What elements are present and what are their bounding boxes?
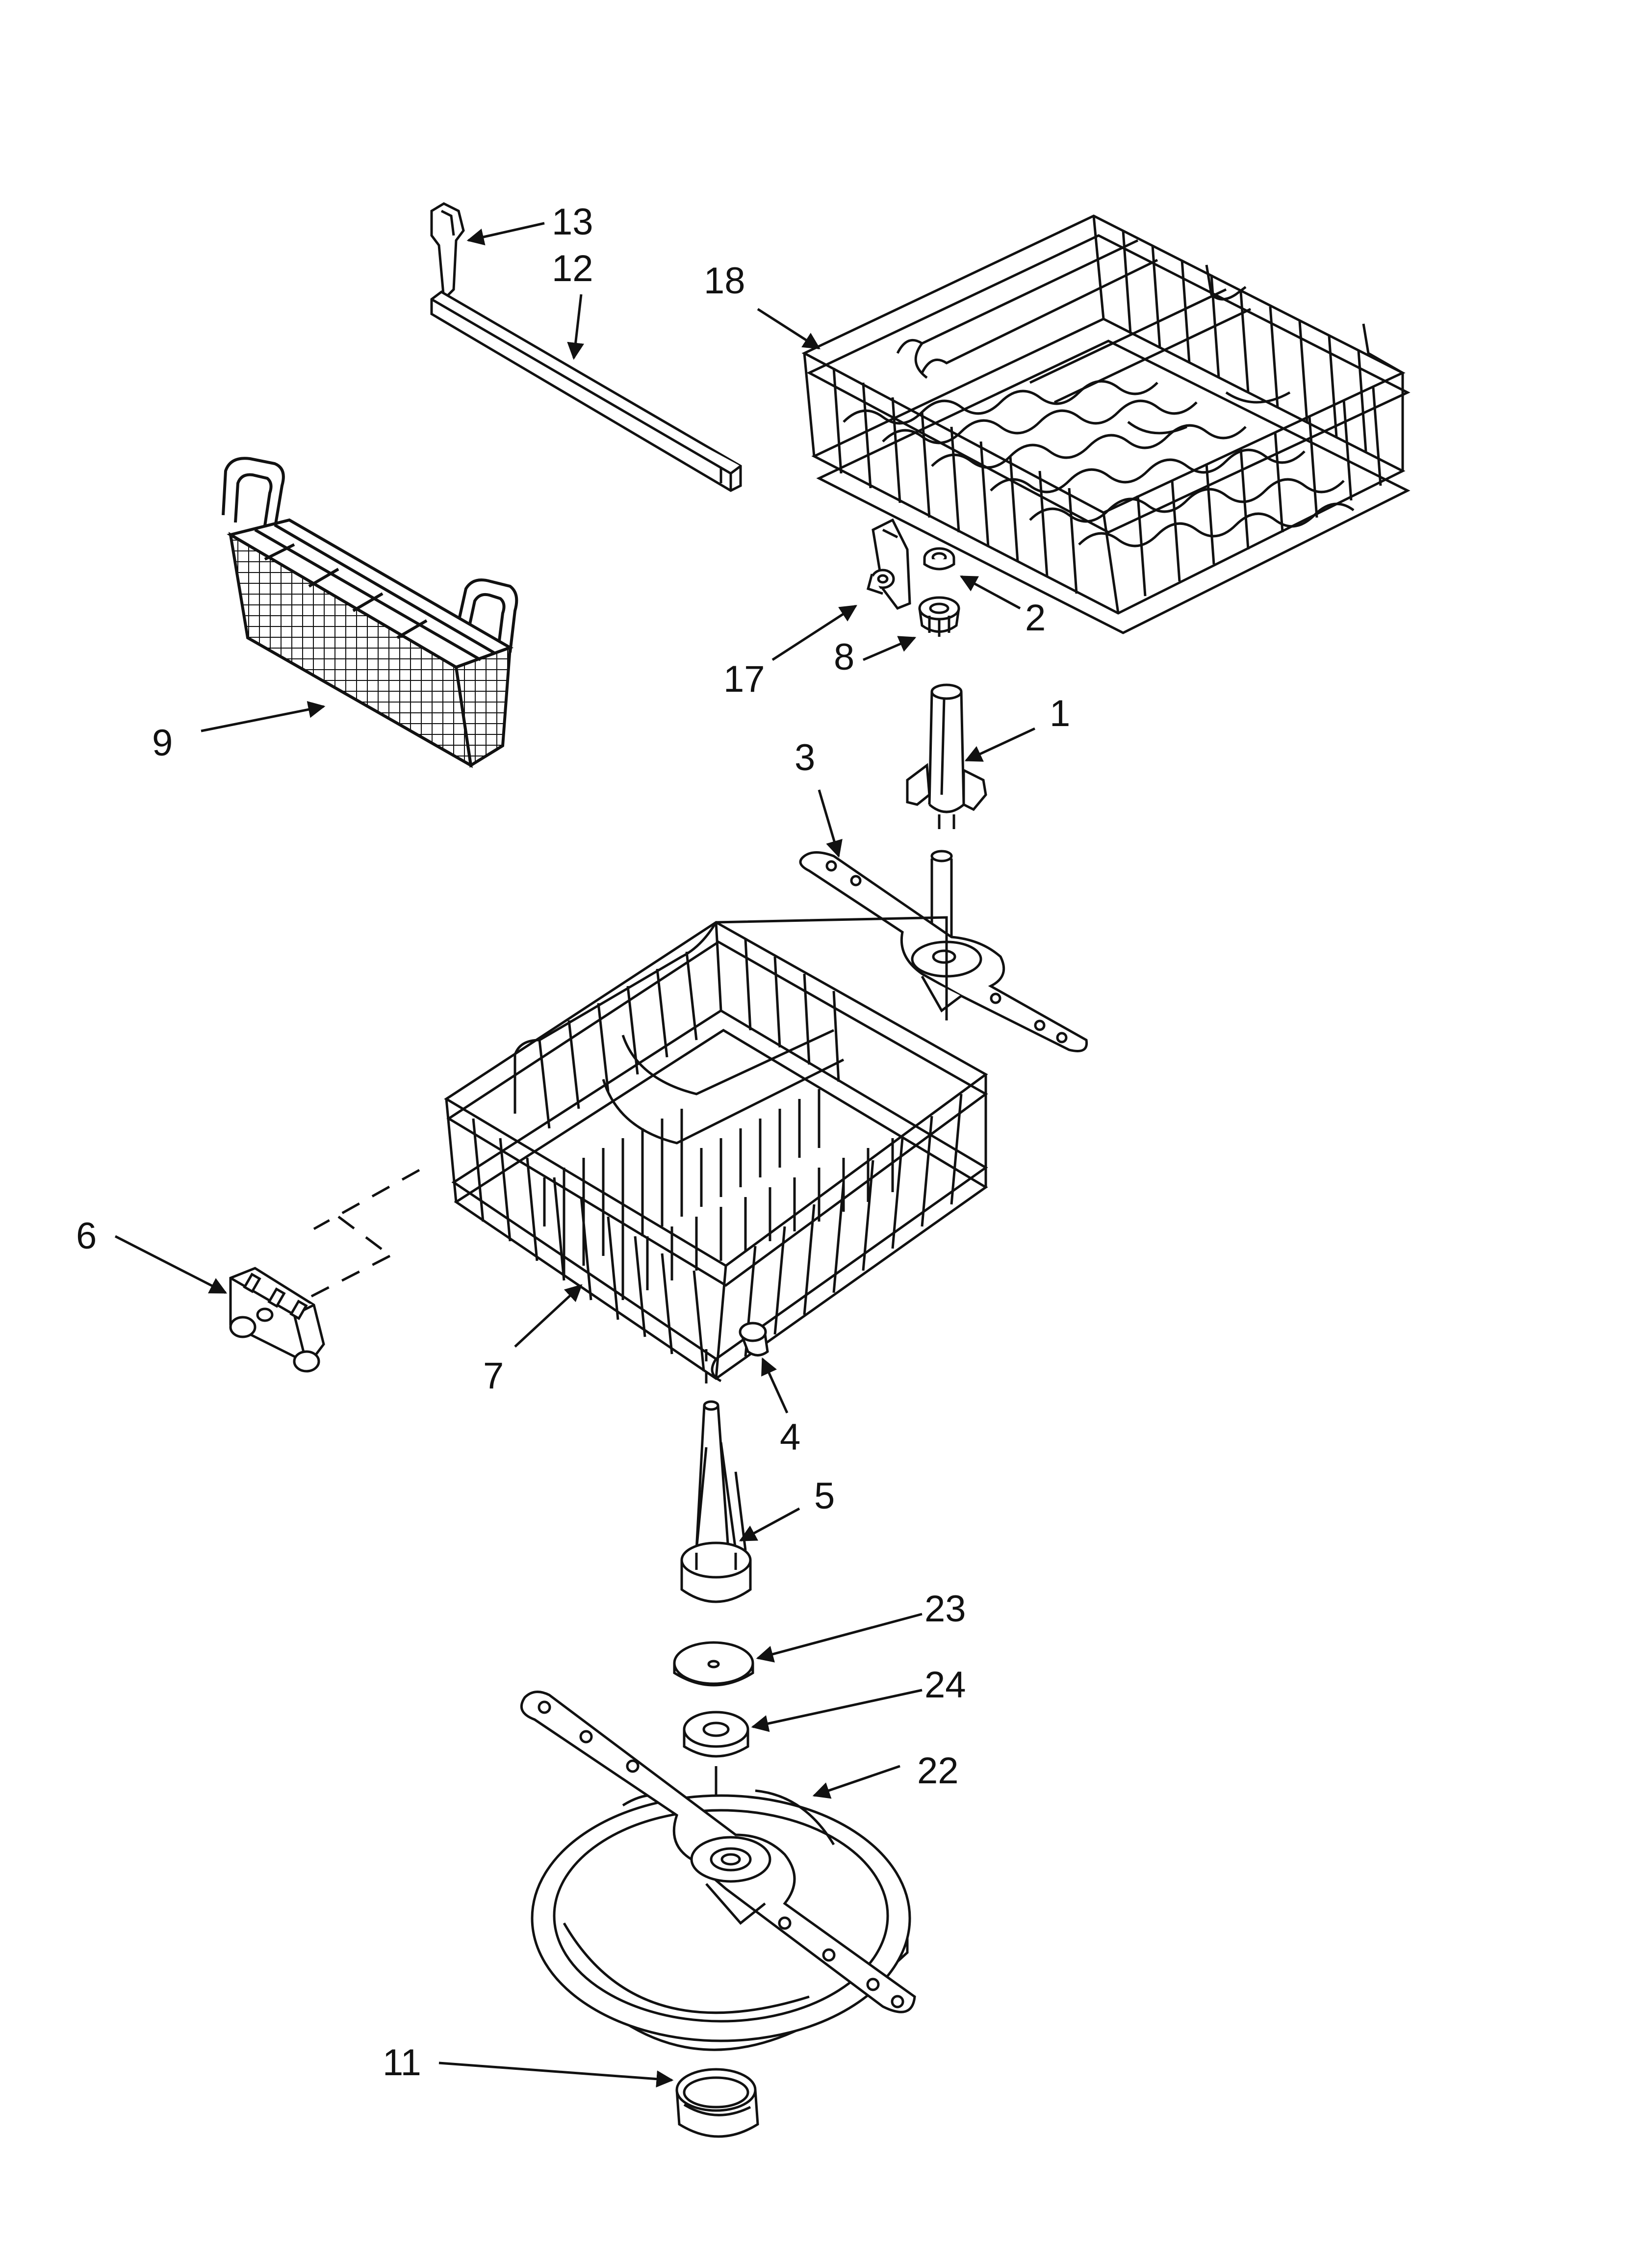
- leader-18: [757, 308, 821, 350]
- callout-23: 23: [924, 1588, 966, 1630]
- callout-22: 22: [917, 1750, 959, 1792]
- leader-8: [863, 636, 917, 661]
- part-9-silverware-basket[interactable]: [223, 458, 516, 765]
- callout-13: 13: [552, 201, 593, 243]
- callout-24: 24: [924, 1664, 966, 1706]
- leader-2: [959, 575, 1021, 610]
- leader-lines: [114, 222, 1036, 2088]
- part-2-washer[interactable]: [924, 548, 954, 569]
- part-3-upper-spray-arm[interactable]: [800, 851, 1087, 1051]
- callout-6: 6: [76, 1215, 97, 1257]
- leader-6: [114, 1235, 228, 1294]
- leader-17: [771, 604, 857, 661]
- part-1-feed-tube[interactable]: [907, 685, 986, 829]
- part-11-ring[interactable]: [677, 2069, 758, 2137]
- leader-1: [964, 727, 1036, 762]
- part-8-nut[interactable]: [920, 598, 959, 637]
- callout-labels: 13 12 18 9 17 2 8 1 3 6 7 4 5 23 24 22 1…: [76, 201, 1070, 2084]
- leader-12: [567, 294, 584, 360]
- part-24-seal[interactable]: [684, 1712, 748, 1825]
- part-5-lower-feed-tube[interactable]: [682, 1349, 750, 1602]
- part-18-upper-rack[interactable]: [804, 216, 1408, 633]
- callout-5: 5: [814, 1475, 835, 1517]
- part-22-lower-spray-arm-assembly[interactable]: [521, 1692, 915, 2050]
- leader-4: [761, 1357, 789, 1414]
- callout-11: 11: [383, 2042, 421, 2084]
- callout-1: 1: [1050, 693, 1070, 734]
- callout-18: 18: [704, 260, 745, 302]
- callout-4: 4: [780, 1416, 800, 1458]
- leader-3: [818, 789, 843, 858]
- callout-12: 12: [552, 248, 593, 289]
- callout-7: 7: [483, 1355, 504, 1397]
- part-6-rack-roller[interactable]: [231, 1268, 324, 1371]
- callout-2: 2: [1025, 597, 1046, 639]
- leader-23: [756, 1613, 923, 1663]
- leader-22: [812, 1765, 900, 1799]
- leader-24: [751, 1689, 923, 1732]
- part-4-cap[interactable]: [740, 1323, 768, 1356]
- leader-7: [514, 1284, 583, 1348]
- leader-13: [466, 222, 545, 246]
- callout-9: 9: [152, 722, 173, 764]
- leader-11: [438, 2061, 674, 2088]
- part-23-washer[interactable]: [674, 1642, 753, 1685]
- part-12-rail[interactable]: [432, 292, 741, 491]
- leader-9: [201, 701, 326, 732]
- part-17-bracket[interactable]: [868, 520, 910, 608]
- callout-17: 17: [723, 658, 765, 700]
- leader-5: [739, 1507, 800, 1542]
- part-13-clip[interactable]: [432, 204, 463, 299]
- callout-3: 3: [795, 737, 815, 779]
- callout-8: 8: [834, 636, 854, 678]
- part-7-lower-rack[interactable]: [304, 917, 986, 1381]
